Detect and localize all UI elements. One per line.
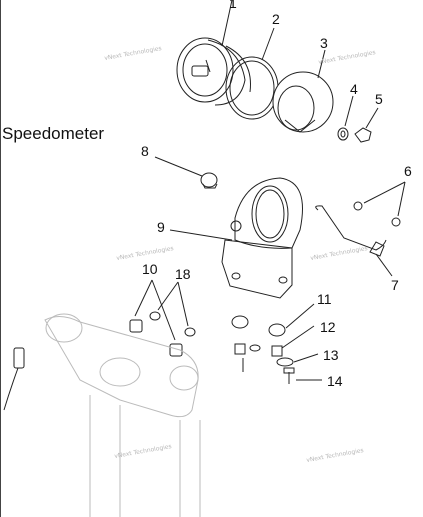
speedometer-gauge: [176, 0, 251, 106]
washer-part-4: [337, 95, 354, 141]
callout-3: 3: [320, 35, 328, 51]
callout-8: 8: [141, 143, 149, 159]
diagram-title: Speedometer: [2, 124, 105, 143]
callout-14: 14: [327, 373, 343, 389]
clip-part-6: [353, 181, 406, 227]
callout-4: 4: [350, 81, 358, 97]
gauge-seal-ring: [225, 27, 279, 120]
callout-13: 13: [323, 347, 339, 363]
grommet-part-8: [154, 156, 218, 189]
callout-9: 9: [157, 219, 165, 235]
callout-10: 10: [142, 261, 158, 277]
speed-sensor: [3, 347, 25, 411]
wire-harness-part-7: [315, 205, 393, 277]
callout-6: 6: [404, 163, 412, 179]
spacer-part-12: [234, 325, 315, 357]
frame-edge: [0, 0, 1, 517]
triple-clamp-outline: [44, 313, 201, 517]
callout-5: 5: [375, 91, 383, 107]
stud-part-10: [129, 279, 183, 357]
mounting-bracket: [169, 177, 303, 299]
callout-11: 11: [317, 291, 332, 307]
gauge-housing-cup: [272, 49, 334, 133]
callout-1: 1: [229, 0, 237, 11]
washer-part-13: [249, 344, 319, 367]
callout-12: 12: [320, 319, 336, 335]
grommet-part-11: [231, 303, 315, 337]
callout-18: 18: [175, 266, 191, 282]
bolt-part-14: [242, 358, 322, 384]
callout-7: 7: [391, 277, 399, 293]
nut-part-5: [354, 107, 379, 143]
callout-2: 2: [272, 11, 280, 27]
washer-part-18: [149, 281, 196, 337]
